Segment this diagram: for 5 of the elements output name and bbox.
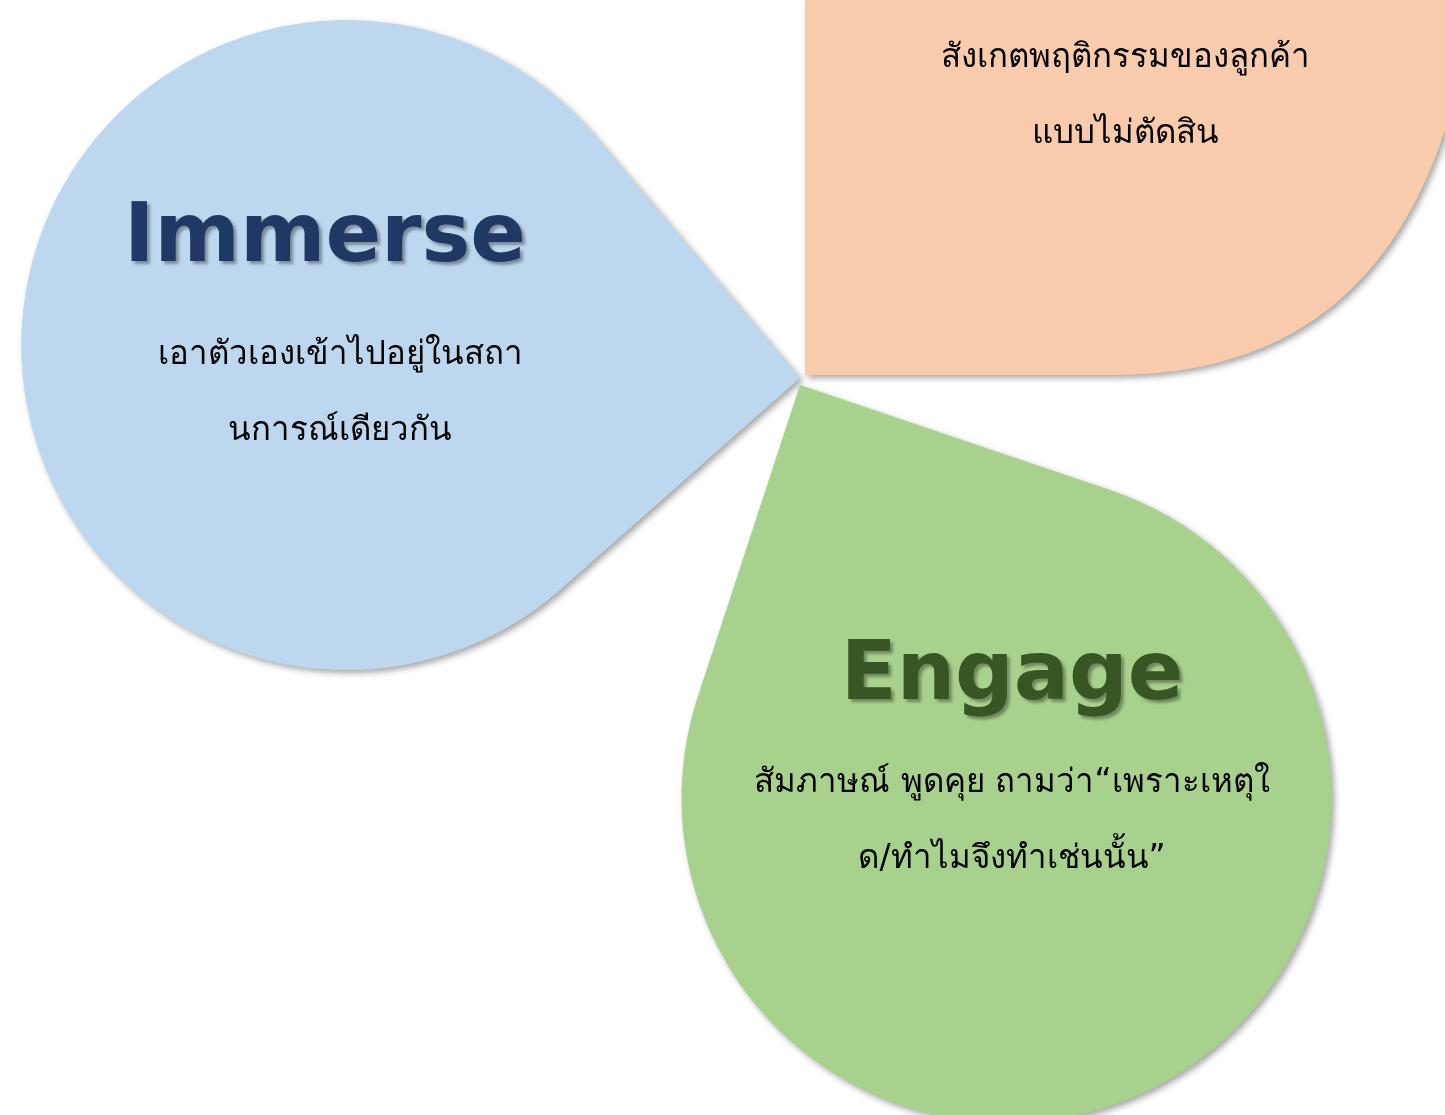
description-text: สังเกตพฤติกรรมของลูกค้า แบบไม่ตัดสิน <box>939 35 1311 153</box>
description-text: สัมภาษณ์ พูดคุย ถามว่า“เพราะเหตุใด/ทำไมจึงทำเช่นนั้น” <box>753 760 1271 878</box>
heading-text: Engage <box>839 623 1185 718</box>
description-text: เอาตัวเองเข้าไปอยู่ในสถานการณ์เดียวกัน <box>156 332 524 450</box>
heading-text: Immerse <box>123 185 527 280</box>
